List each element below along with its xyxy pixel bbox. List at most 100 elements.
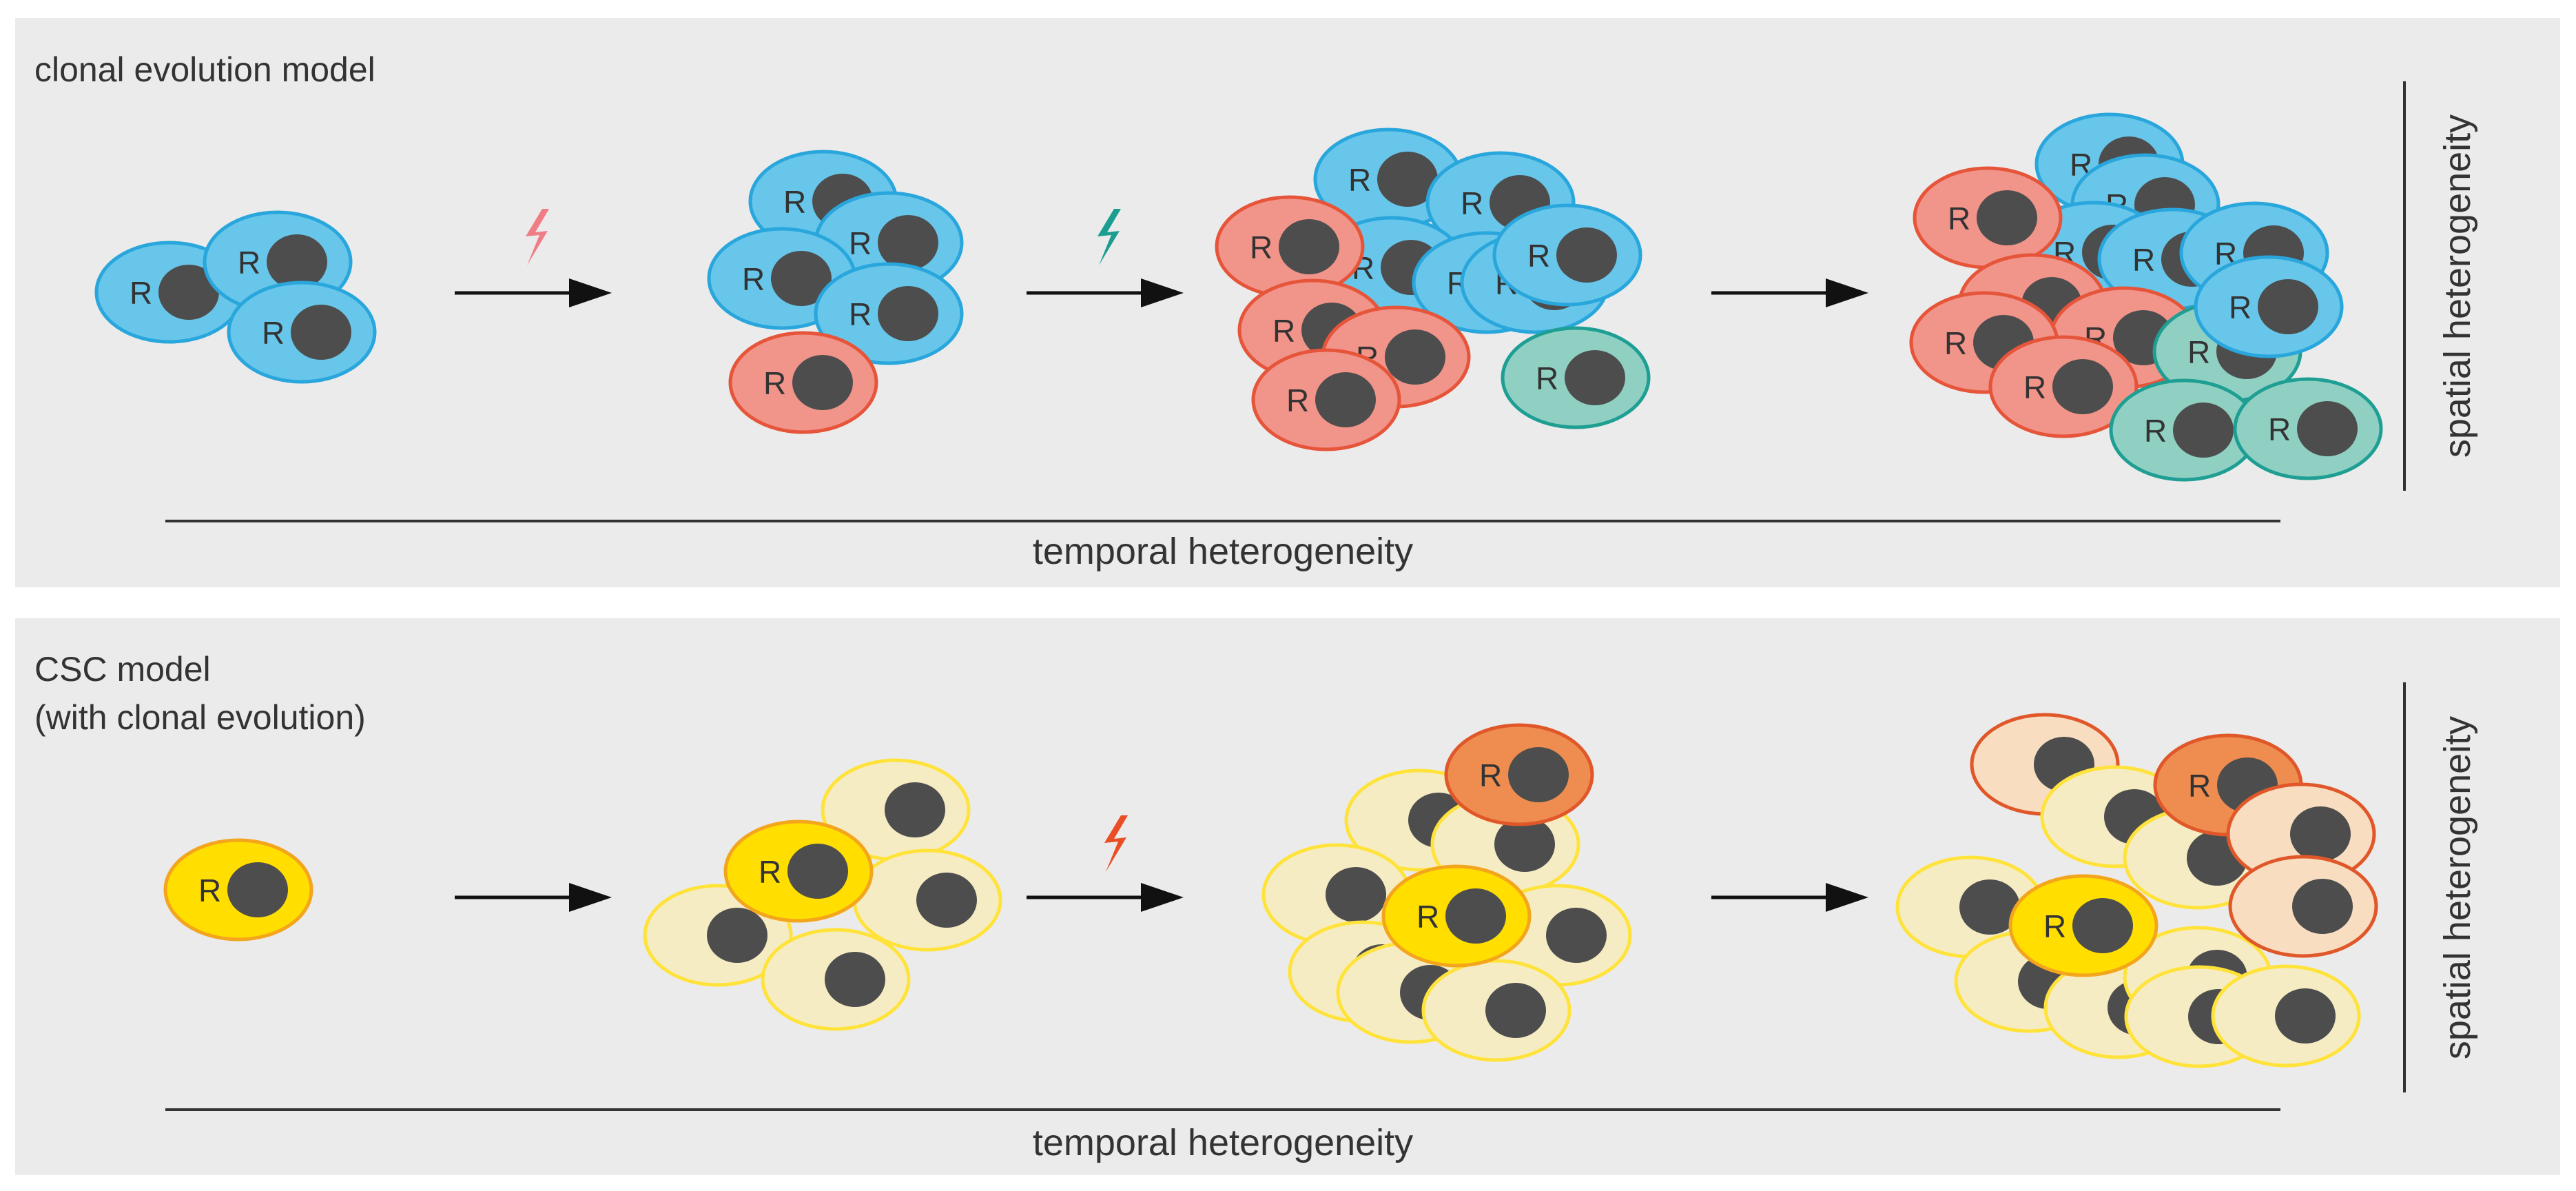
cell-r-label: R <box>2144 413 2167 449</box>
cell-nucleus <box>885 782 945 837</box>
cell-r-label: R <box>238 245 260 281</box>
cell <box>2226 782 2376 886</box>
top-arrow-3 <box>1711 278 1868 307</box>
cell-nucleus <box>771 251 832 306</box>
cell-r-label: R <box>130 275 152 311</box>
cell-nucleus <box>1556 227 1617 283</box>
bottom-arrow-3 <box>1711 883 1868 912</box>
top-spatial-label: spatial heterogeneity <box>2437 114 2478 458</box>
top-arrow-1 <box>455 278 612 307</box>
cell-r-label: R <box>783 184 806 220</box>
cell-nucleus <box>825 952 885 1007</box>
cell-nucleus <box>2173 403 2234 458</box>
cell-r-label: R <box>2132 242 2155 278</box>
cell-nucleus <box>878 286 938 341</box>
cell: R <box>1251 348 1401 451</box>
cell-nucleus <box>1546 908 1607 963</box>
cell-r-label: R <box>759 854 781 890</box>
cell-nucleus <box>707 908 767 963</box>
cell: R <box>1215 195 1365 298</box>
bottom-spatial-label: spatial heterogeneity <box>2437 716 2478 1059</box>
cell-r-label: R <box>1286 383 1309 418</box>
cell: R <box>2008 874 2158 977</box>
cell-nucleus <box>2290 806 2351 862</box>
cell-nucleus <box>2297 401 2358 456</box>
cell: R <box>2194 255 2344 358</box>
cell-nucleus <box>1279 219 1339 274</box>
cell-r-label: R <box>1416 899 1439 935</box>
cell: R <box>163 838 313 941</box>
cell <box>761 928 911 1031</box>
cell-nucleus <box>1445 888 1506 944</box>
mutation-bolt-icon-orange <box>1104 815 1128 872</box>
mutation-bolt-icon-teal <box>1098 209 1121 265</box>
cell-nucleus <box>878 215 938 270</box>
cell-r-label: R <box>1250 230 1272 265</box>
cell-r-label: R <box>849 296 872 332</box>
cell: R <box>728 331 878 434</box>
cell-nucleus <box>1565 350 1625 405</box>
cell <box>852 848 1002 952</box>
cell: R <box>227 281 377 384</box>
cell: R <box>1492 203 1642 307</box>
cell-r-label: R <box>1944 325 1967 361</box>
cell-nucleus <box>1315 372 1376 427</box>
cell-r-label: R <box>2268 411 2291 447</box>
cell-r-label: R <box>849 225 872 261</box>
cell-r-label: R <box>2043 908 2066 944</box>
cell <box>2211 964 2361 1068</box>
bottom-panel-title-line2: (with clonal evolution) <box>34 698 366 737</box>
cell: R <box>1381 864 1532 968</box>
cell-r-label: R <box>1461 185 1483 221</box>
cell-r-label: R <box>742 261 765 297</box>
cell: R <box>1913 166 2063 269</box>
cell-r-label: R <box>1948 201 1970 236</box>
cell <box>821 758 971 862</box>
cell: R <box>1501 326 1651 429</box>
bottom-temporal-label: temporal heterogeneity <box>1033 1122 1413 1163</box>
cell: R <box>1444 723 1594 826</box>
mutation-bolt-icon-pink <box>526 209 549 265</box>
cell-r-label: R <box>1536 360 1558 396</box>
cell-nucleus <box>2258 279 2318 334</box>
cell-nucleus <box>1485 983 1546 1038</box>
cell-nucleus <box>291 305 351 360</box>
cell: R <box>814 262 964 365</box>
cell <box>1421 959 1572 1062</box>
cell: R <box>723 820 874 923</box>
cell-nucleus <box>916 873 977 928</box>
cell-nucleus <box>2292 879 2353 934</box>
cell-nucleus <box>2072 898 2133 953</box>
cell-nucleus <box>2052 359 2113 414</box>
cell-nucleus <box>1377 152 1438 207</box>
top-arrow-2 <box>1027 278 1184 307</box>
cell-nucleus <box>1326 867 1386 922</box>
bottom-arrow-1 <box>455 883 612 912</box>
cell-r-label: R <box>2187 334 2210 370</box>
cell-r-label: R <box>1479 757 1502 793</box>
cell: R <box>1909 291 2059 394</box>
cell-nucleus <box>787 844 848 899</box>
cell-nucleus <box>792 355 853 410</box>
cell-r-label: R <box>1272 313 1295 349</box>
cell: R <box>2109 378 2259 482</box>
cell-r-label: R <box>262 315 285 351</box>
cell <box>2228 855 2378 958</box>
cell-nucleus <box>1508 747 1569 802</box>
cell: R <box>1988 335 2139 438</box>
cell: R <box>2233 377 2383 480</box>
cell-r-label: R <box>198 873 221 908</box>
cell-r-label: R <box>2229 289 2252 325</box>
cell-nucleus <box>2275 988 2336 1044</box>
cell-clusters: RRRRRRRRRRRRRRRRRRRRRRRRRRRRRRRRRRRRRRR <box>94 112 2383 1068</box>
cell-r-label: R <box>2188 768 2211 804</box>
top-panel-title: clonal evolution model <box>34 50 375 89</box>
cell-r-label: R <box>1348 162 1371 198</box>
cell-r-label: R <box>763 365 786 401</box>
cell-nucleus <box>158 265 219 320</box>
cell-nucleus <box>1977 190 2037 245</box>
bottom-panel-title-line1: CSC model <box>34 650 211 689</box>
bottom-arrow-2 <box>1027 883 1184 912</box>
cell-nucleus <box>1385 329 1445 385</box>
